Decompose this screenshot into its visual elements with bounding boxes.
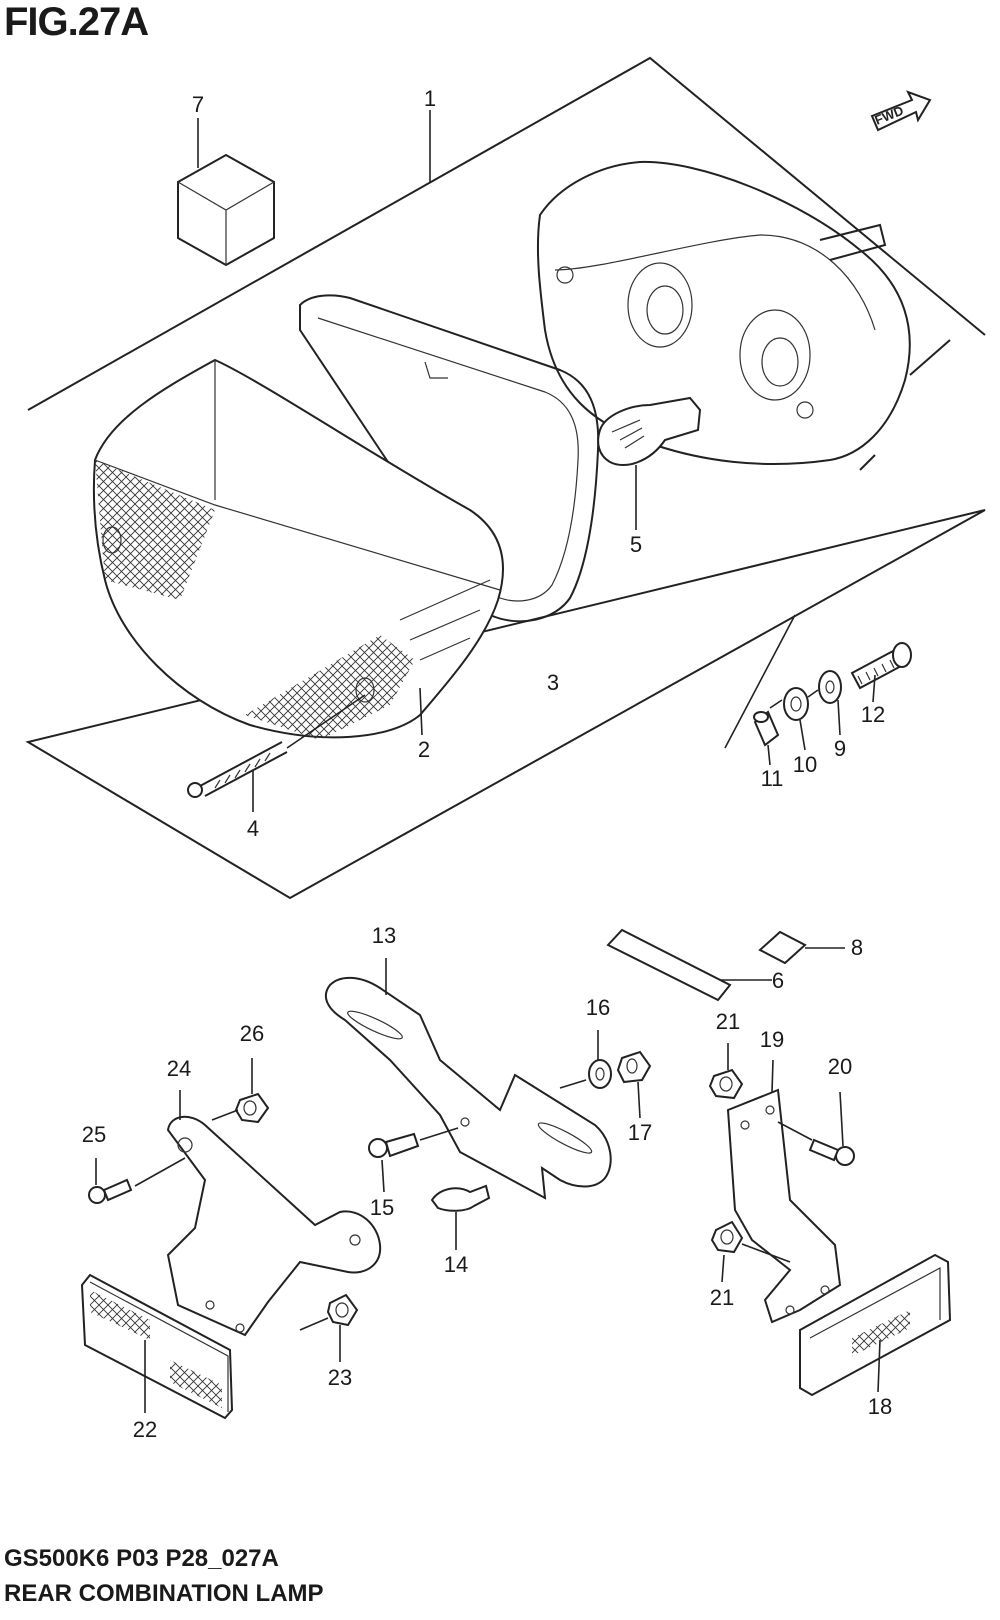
callout-19: 19 xyxy=(760,1027,784,1052)
callout-9: 9 xyxy=(834,736,846,761)
callout-8: 8 xyxy=(851,935,863,960)
part-25-screw xyxy=(88,1157,186,1204)
part-22-reflector xyxy=(80,1273,234,1420)
part-16-washer xyxy=(588,1059,612,1089)
callout-labels: 7 1 2 3 4 5 6 8 9 10 11 12 13 14 15 16 1… xyxy=(82,86,892,1442)
part-20-screw xyxy=(777,1121,855,1166)
part-19-bracket xyxy=(726,1088,842,1324)
part-3-housing xyxy=(536,160,951,471)
part-26-nut xyxy=(234,1092,270,1124)
callout-6: 6 xyxy=(772,968,784,993)
part-11-spacer xyxy=(753,710,780,747)
part-10-grommet xyxy=(783,687,809,721)
part-13-bracket xyxy=(324,976,612,1200)
callout-16: 16 xyxy=(586,995,610,1020)
callout-18: 18 xyxy=(868,1394,892,1419)
callout-21-lower: 21 xyxy=(710,1285,734,1310)
part-24-bracket xyxy=(166,1115,382,1337)
part-15-screw xyxy=(368,1127,459,1158)
part-4-screw xyxy=(187,694,366,798)
part-14-grommet xyxy=(430,1184,491,1212)
part-17-nut xyxy=(616,1050,652,1084)
leader-lines xyxy=(95,110,881,1413)
callout-15: 15 xyxy=(370,1195,394,1220)
figure-name: REAR COMBINATION LAMP xyxy=(4,1580,324,1607)
callout-23: 23 xyxy=(328,1365,352,1390)
part-6-pad xyxy=(606,928,732,1002)
callout-13: 13 xyxy=(372,923,396,948)
callout-25: 25 xyxy=(82,1122,106,1147)
callout-11: 11 xyxy=(761,766,784,791)
callout-21-upper: 21 xyxy=(716,1009,740,1034)
callout-2: 2 xyxy=(418,737,430,762)
callout-17: 17 xyxy=(628,1120,652,1145)
callout-24: 24 xyxy=(167,1056,191,1081)
part-21-nut-upper xyxy=(708,1068,744,1100)
callout-14: 14 xyxy=(444,1252,468,1277)
callout-26: 26 xyxy=(240,1021,264,1046)
part-7-pad xyxy=(177,153,275,267)
part-23-nut xyxy=(326,1293,359,1327)
callout-20: 20 xyxy=(828,1054,852,1079)
part-12-bolt xyxy=(850,642,912,690)
part-21-nut-lower xyxy=(710,1220,744,1254)
figure-code: GS500K6 P03 P28_027A xyxy=(4,1545,279,1572)
part-8-pad xyxy=(758,930,807,965)
callout-1: 1 xyxy=(424,86,436,111)
callout-10: 10 xyxy=(793,752,817,777)
part-2-lens xyxy=(92,358,504,740)
callout-4: 4 xyxy=(247,816,259,841)
forward-arrow-icon: FWD xyxy=(870,90,932,132)
callout-7: 7 xyxy=(192,92,204,117)
figure-title: FIG.27A xyxy=(4,0,149,44)
part-2-gasket xyxy=(299,294,600,623)
callout-12: 12 xyxy=(861,702,885,727)
callout-3: 3 xyxy=(547,670,559,695)
callout-5: 5 xyxy=(630,532,642,557)
part-9-washer xyxy=(818,670,842,704)
part-18-reflector xyxy=(799,1253,952,1397)
part-5-bulb xyxy=(597,396,702,466)
callout-22: 22 xyxy=(133,1417,157,1442)
assembly-boundary xyxy=(25,56,986,900)
